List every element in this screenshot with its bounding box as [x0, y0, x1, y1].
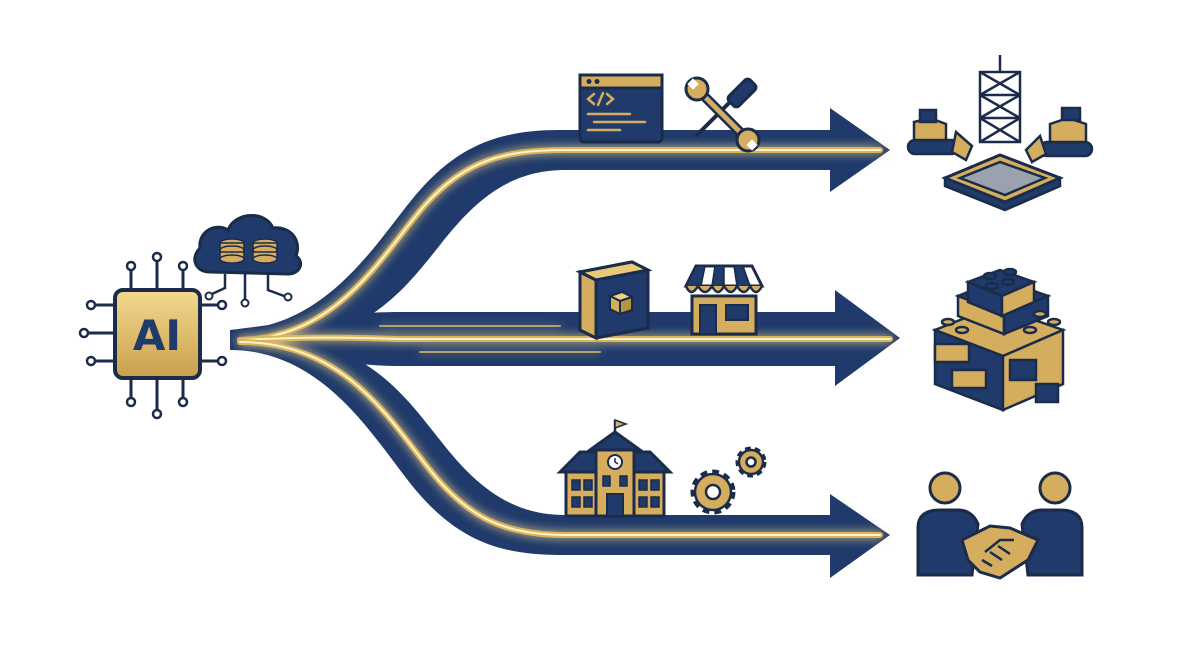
product-box-icon — [575, 260, 653, 341]
branch-arrows — [230, 108, 900, 578]
ai-chip-label: AI — [133, 311, 181, 360]
handshake-icon — [916, 471, 1084, 580]
wrench-screwdriver-icon — [684, 76, 761, 153]
bottom-arrow-band — [230, 331, 890, 578]
storefront-icon — [683, 264, 765, 336]
top-arrow-band — [230, 108, 890, 350]
light-streaks — [237, 147, 893, 538]
ai-chip-icon: AI — [78, 251, 228, 420]
school-building-icon — [556, 418, 674, 518]
gears-icon — [690, 446, 767, 515]
building-blocks-icon — [931, 267, 1067, 412]
construction-site-icon — [906, 55, 1094, 212]
code-window-icon — [578, 73, 664, 144]
cloud-database-icon — [193, 214, 303, 308]
